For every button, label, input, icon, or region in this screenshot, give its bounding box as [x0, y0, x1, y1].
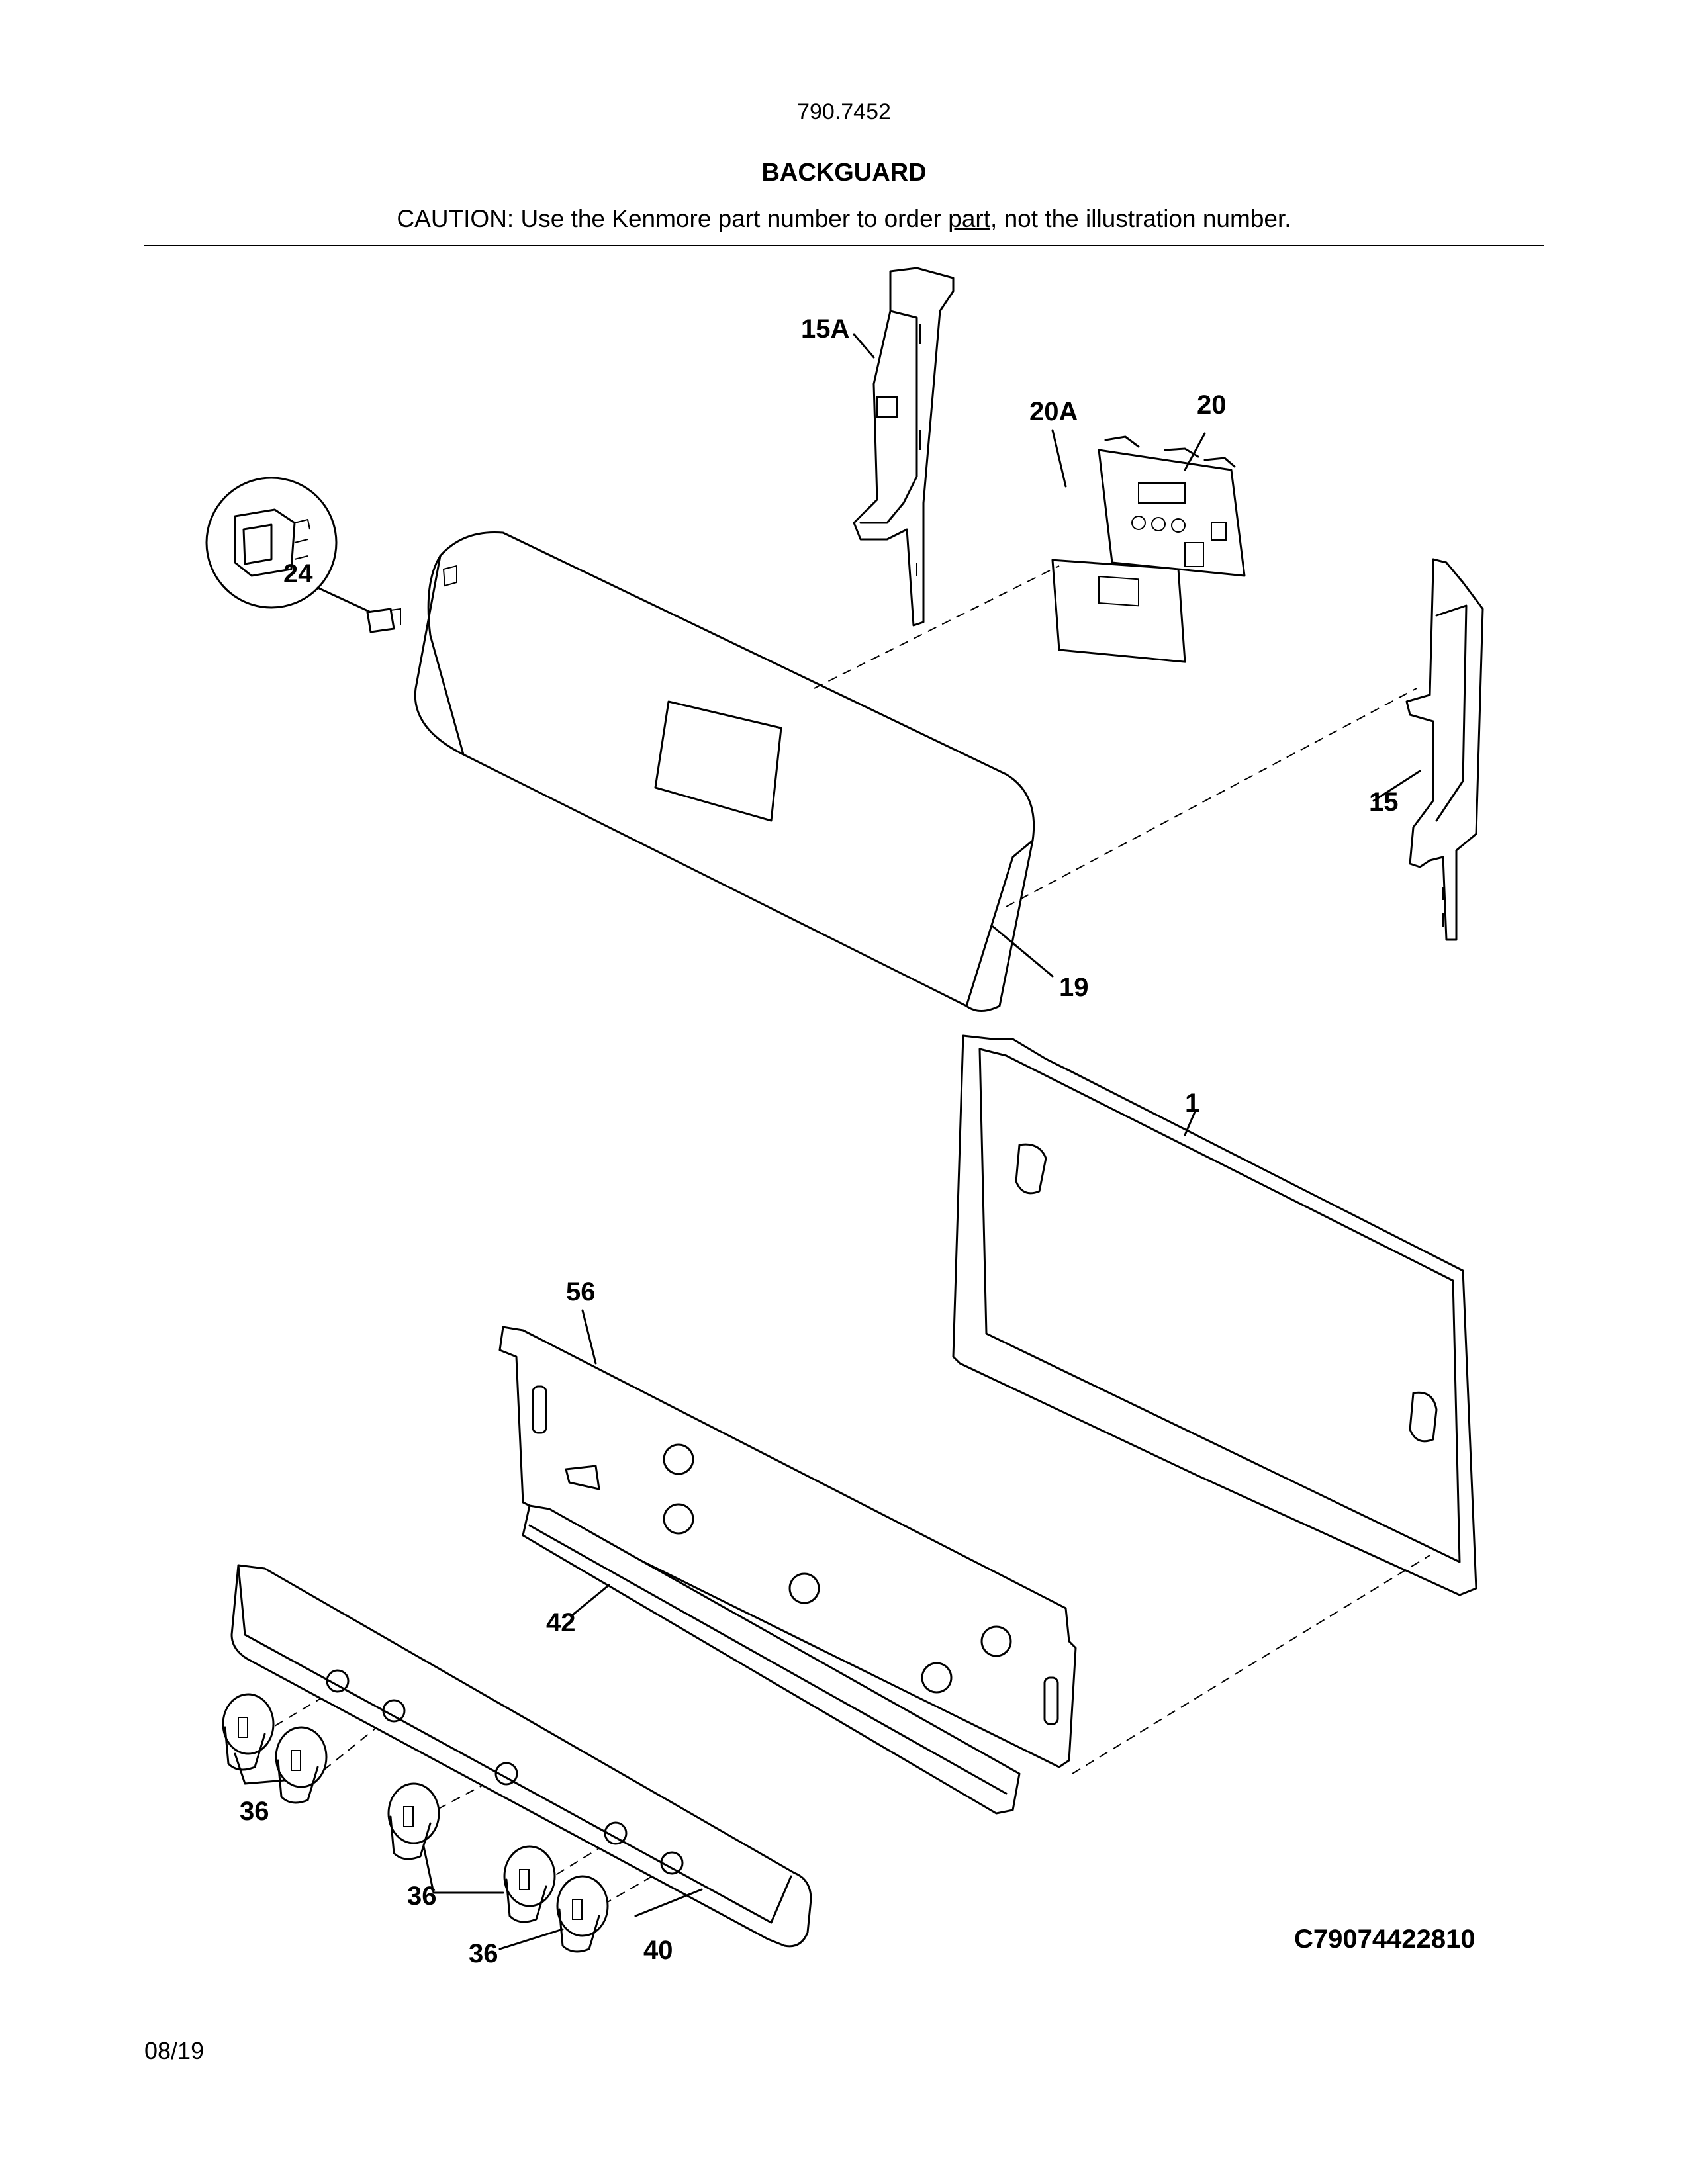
model-number: 790.7452 [797, 99, 891, 124]
assembly-line [423, 1763, 524, 1817]
part-36-knob [503, 1845, 556, 1923]
leader-line [234, 1752, 286, 1785]
callout-1: 1 [1185, 1089, 1199, 1118]
leader-line [422, 1845, 504, 1894]
part-36-knob [387, 1782, 440, 1860]
callout-40: 40 [643, 1936, 673, 1965]
assembly-line [814, 565, 1060, 689]
leader-line [853, 333, 875, 359]
callout-20a: 20A [1029, 397, 1078, 426]
part-42-trim-strip [522, 1504, 1021, 1815]
caution-underlined-word: part [948, 205, 991, 232]
callout-56: 56 [566, 1277, 596, 1306]
callout-15a: 15A [801, 314, 849, 343]
caution-note: CAUTION: Use the Kenmore part number to … [0, 205, 1688, 233]
callout-36: 36 [469, 1939, 498, 1968]
diagram-code: C79074422810 [1294, 1925, 1476, 1954]
part-40-knob-panel [230, 1564, 812, 1948]
callout-42: 42 [546, 1608, 576, 1637]
callout-36: 36 [407, 1882, 437, 1911]
part-15a-bracket [853, 267, 955, 627]
callout-19: 19 [1059, 973, 1089, 1002]
page-title: BACKGUARD [761, 159, 927, 187]
part-15-bracket [1372, 558, 1484, 941]
part-19-backguard-panel [414, 531, 1054, 1012]
part-56-control-panel [498, 1309, 1077, 1768]
part-1-rear-panel [952, 1034, 1477, 1596]
caution-suffix: , not the illustration number. [990, 205, 1291, 232]
callout-20: 20 [1197, 390, 1227, 420]
callout-24: 24 [283, 559, 313, 588]
part-20-control-board [1098, 435, 1246, 577]
revision-date: 08/19 [144, 2037, 205, 2064]
leader-line [1051, 429, 1067, 488]
part-36-knob [556, 1875, 609, 1953]
leader-line [498, 1928, 564, 1950]
part-36-knob [275, 1726, 328, 1804]
caution-prefix: CAUTION: Use the Kenmore part number to … [397, 205, 949, 232]
assembly-line [1006, 688, 1417, 907]
callout-15: 15 [1369, 788, 1399, 817]
part-20a-overlay [1051, 559, 1186, 663]
part-24-switch-detail [205, 477, 401, 633]
assembly-line [1072, 1555, 1430, 1774]
callout-36: 36 [240, 1797, 269, 1826]
part-36-knob [222, 1693, 275, 1771]
leader-line [1184, 432, 1206, 471]
header-divider [144, 245, 1544, 246]
